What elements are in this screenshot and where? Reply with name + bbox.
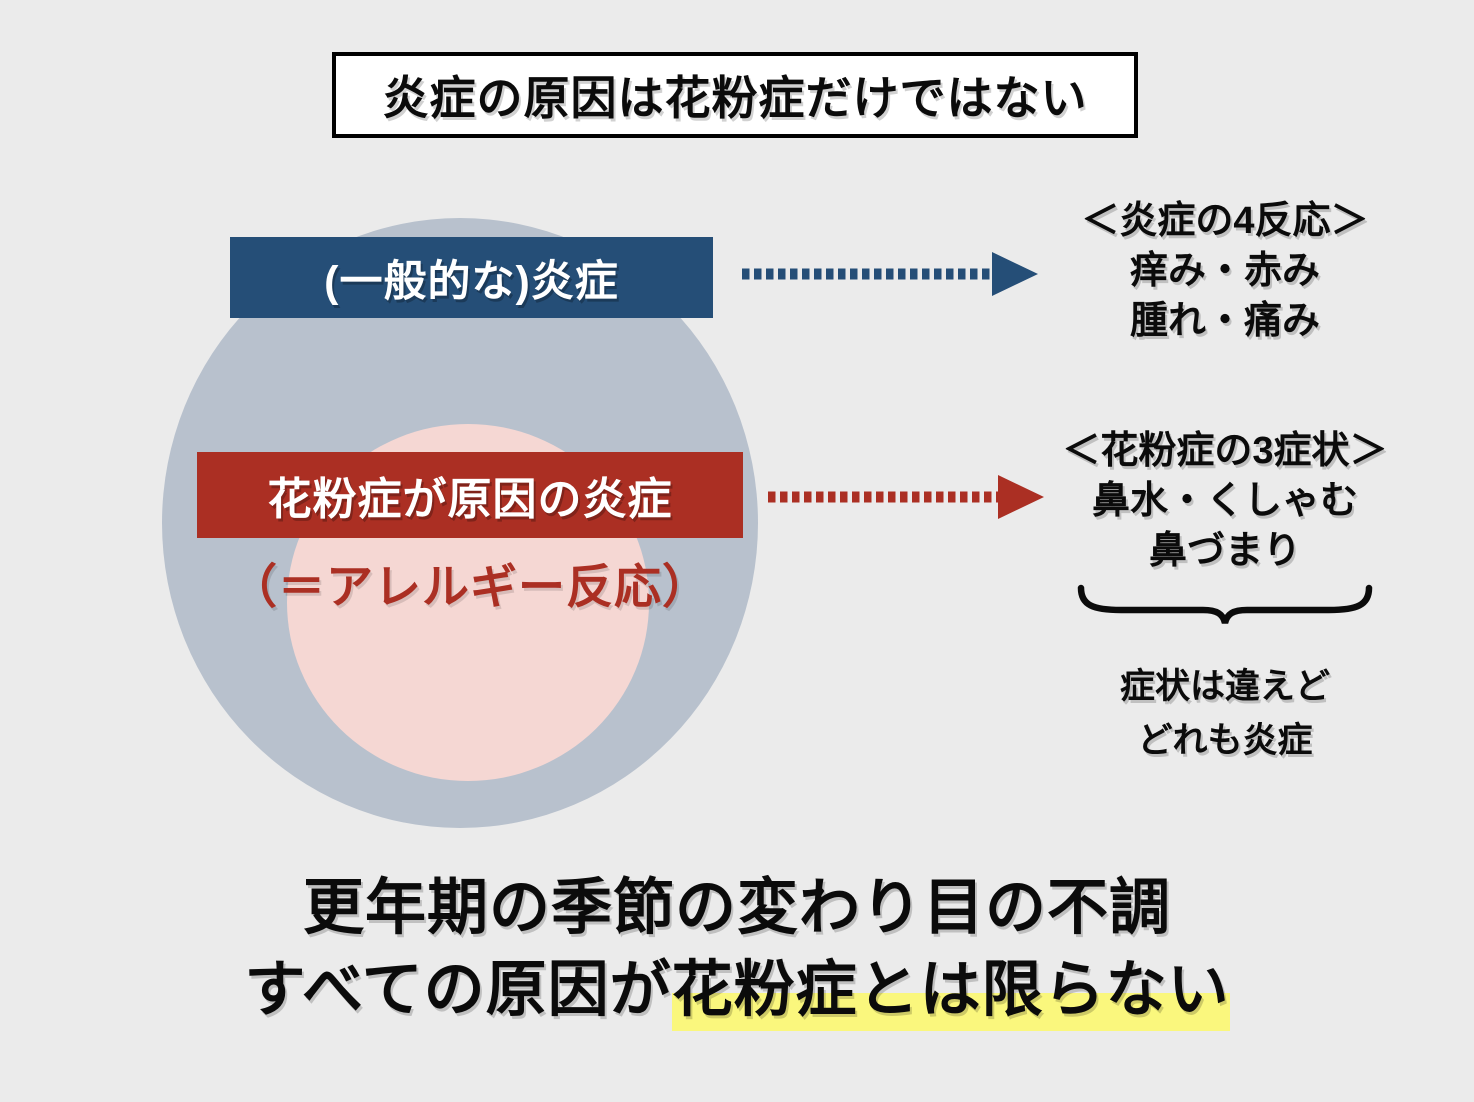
inflammation-reactions-line: 痒み・赤み: [1129, 250, 1320, 292]
hayfever-inflammation-label: 花粉症が原因の炎症: [197, 452, 743, 538]
brace-note-line: 症状は違えど: [1119, 667, 1330, 706]
allergy-reaction-sublabel: （＝アレルギー反応）: [230, 560, 710, 613]
blue-dotted-arrow-icon: [740, 251, 1040, 302]
general-inflammation-label-text: (一般的な)炎症: [324, 257, 619, 306]
hayfever-symptoms-line: 鼻水・くしゃむ: [1091, 480, 1358, 522]
conclusion-line2: すべての原因が花粉症とは限らない: [0, 948, 1474, 1031]
conclusion-line1: 更年期の季節の変わり目の不調: [302, 873, 1171, 941]
hayfever-symptoms-block: ＜花粉症の3症状＞ 鼻水・くしゃむ 鼻づまり: [1040, 426, 1410, 576]
inflammation-reactions-line: 腫れ・痛み: [1129, 300, 1320, 342]
brace-note-line: どれも炎症: [1137, 721, 1313, 760]
inflammation-reactions-block: ＜炎症の4反応＞ 痒み・赤み 腫れ・痛み: [1040, 196, 1410, 346]
hayfever-symptoms-line: 鼻づまり: [1148, 530, 1301, 572]
general-inflammation-label: (一般的な)炎症: [230, 237, 713, 318]
conclusion-block: 更年期の季節の変わり目の不調 すべての原因が花粉症とは限らない: [0, 866, 1474, 1031]
inflammation-reactions-heading: ＜炎症の4反応＞: [1081, 200, 1369, 242]
red-dotted-arrow-icon: [766, 474, 1046, 525]
hayfever-inflammation-label-text: 花粉症が原因の炎症: [267, 475, 673, 524]
conclusion-line2-highlighted: 花粉症とは限らない: [671, 955, 1230, 1031]
underbrace-icon: [1077, 584, 1373, 629]
hayfever-symptoms-heading: ＜花粉症の3症状＞: [1062, 430, 1388, 472]
conclusion-line2-prefix: すべての原因が: [244, 955, 672, 1023]
page-title: 炎症の原因は花粉症だけではない: [382, 72, 1088, 124]
title-box: 炎症の原因は花粉症だけではない: [332, 52, 1138, 138]
brace-note-block: 症状は違えど どれも炎症: [1040, 660, 1410, 768]
